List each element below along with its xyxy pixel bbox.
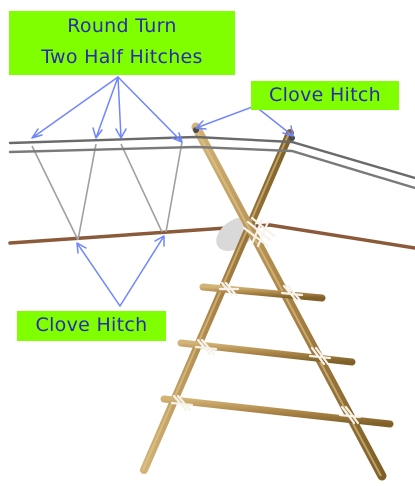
spar-line-4 bbox=[165, 141, 183, 233]
arrow-top-2 bbox=[92, 76, 119, 139]
arrow-top-4 bbox=[117, 76, 183, 143]
spar-line-2 bbox=[77, 143, 97, 241]
arrow-clove-top-left bbox=[195, 105, 256, 130]
arrow-top-3 bbox=[115, 76, 127, 139]
top-rope bbox=[8, 135, 415, 190]
lashing-rung-3-right bbox=[338, 405, 362, 425]
lashing-rung-1-left bbox=[218, 281, 240, 297]
lashings bbox=[170, 216, 362, 425]
spar-line-3 bbox=[120, 143, 163, 233]
lashing-crossing bbox=[242, 216, 276, 248]
label-clove-hitch-top: Clove Hitch bbox=[269, 84, 381, 106]
lashing-rung-2-left bbox=[194, 338, 218, 356]
arrow-clove-bottom-right bbox=[119, 235, 165, 307]
label-clove-hitch-top-box: Clove Hitch bbox=[251, 81, 399, 110]
pole-left bbox=[140, 129, 294, 474]
arrow-clove-top-right bbox=[254, 105, 294, 137]
label-round-turn-box: Round Turn Two Half Hitches bbox=[9, 11, 235, 75]
label-round-turn-line-1: Round Turn bbox=[67, 15, 177, 37]
arrow-top-1 bbox=[31, 76, 119, 139]
label-clove-hitch-bottom: Clove Hitch bbox=[35, 314, 148, 336]
label-round-turn-line-2: Two Half Hitches bbox=[41, 46, 203, 68]
arrows bbox=[31, 76, 294, 307]
spar-lines bbox=[31, 141, 183, 241]
spar-line-1 bbox=[31, 145, 79, 241]
label-clove-hitch-bottom-box: Clove Hitch bbox=[17, 311, 166, 341]
lower-rope bbox=[8, 223, 415, 250]
arrow-clove-bottom-left bbox=[76, 242, 121, 307]
lashing-rung-2-right bbox=[308, 346, 332, 366]
lashing-rung-3-left bbox=[170, 394, 194, 412]
lashing-rung-1-right bbox=[280, 284, 304, 302]
